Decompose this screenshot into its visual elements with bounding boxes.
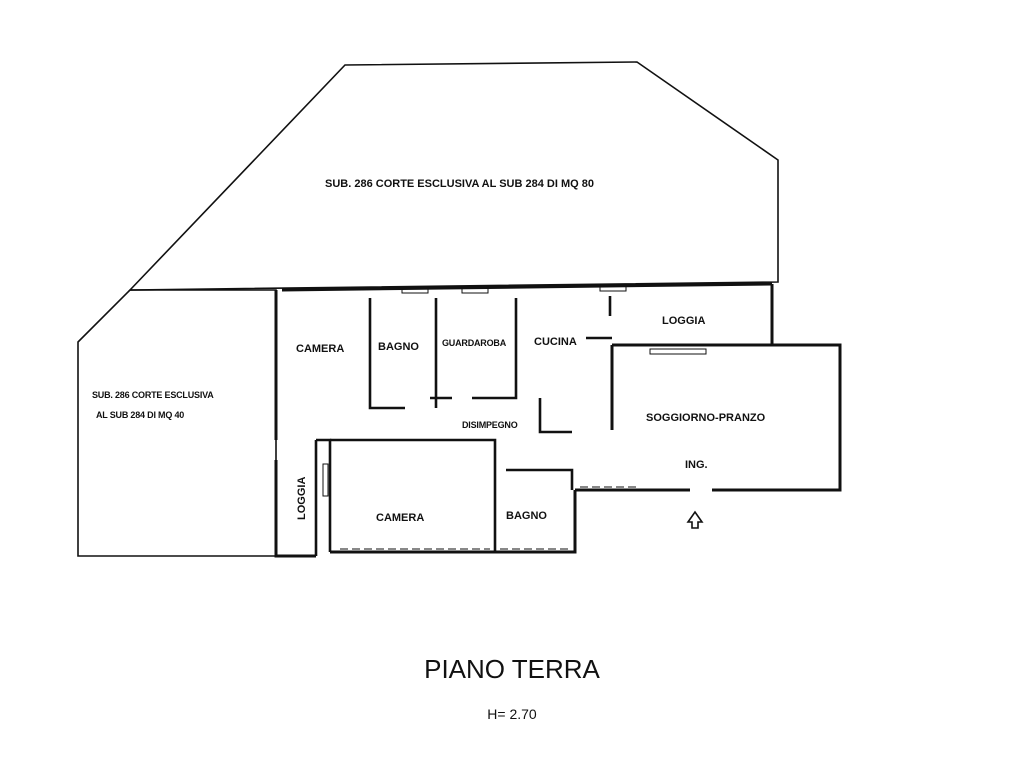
window-marks [322, 284, 707, 550]
room-label-loggia-top: LOGGIA [662, 315, 705, 327]
ceiling-height: H= 2.70 [487, 706, 537, 722]
court-large-label: SUB. 286 CORTE ESCLUSIVA AL SUB 284 DI M… [325, 178, 594, 190]
room-label-disimpegno: DISIMPEGNO [462, 420, 518, 430]
room-label-soggiorno: SOGGIORNO-PRANZO [646, 412, 766, 424]
room-label-ingresso: ING. [685, 459, 708, 471]
room-label-loggia-side: LOGGIA [296, 477, 308, 520]
room-label-camera-bottom: CAMERA [376, 512, 424, 524]
room-label-guardaroba: GUARDAROBA [442, 338, 507, 348]
court-small-label-line1: SUB. 286 CORTE ESCLUSIVA [92, 390, 214, 400]
court-small-label-line2: AL SUB 284 DI MQ 40 [96, 410, 184, 420]
entry-arrow-icon [686, 510, 704, 529]
court-small-outline [77, 289, 277, 557]
interior-walls [314, 296, 612, 556]
floor-title: PIANO TERRA [424, 654, 600, 684]
court-large-outline [128, 61, 779, 291]
room-label-cucina: CUCINA [534, 336, 577, 348]
room-label-bagno-top: BAGNO [378, 341, 419, 353]
building-walls [274, 282, 842, 558]
room-label-bagno-bottom: BAGNO [506, 510, 547, 522]
room-label-camera-top: CAMERA [296, 343, 344, 355]
